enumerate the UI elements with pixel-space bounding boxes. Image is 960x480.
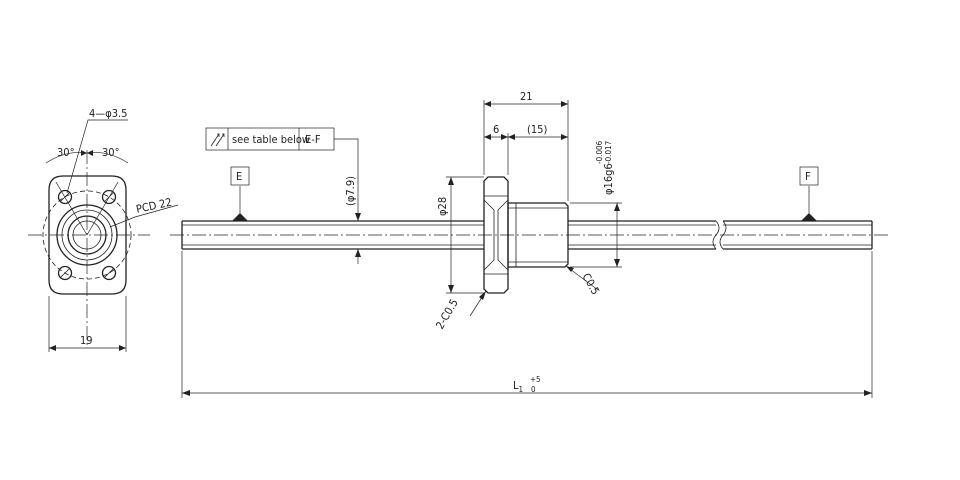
tol-upper-label: -0.006 bbox=[595, 140, 604, 164]
pcd-label: PCD 22 bbox=[135, 196, 173, 216]
total-runout-icon bbox=[210, 133, 225, 147]
flange-thickness-label: 6 bbox=[493, 123, 499, 136]
angle-right-label: 30° bbox=[102, 146, 120, 159]
length-base: L bbox=[513, 379, 519, 392]
nut-body bbox=[507, 202, 569, 268]
length-sub: 1 bbox=[519, 385, 524, 394]
length-label: L1 bbox=[513, 379, 523, 394]
flange-outline bbox=[48, 175, 127, 295]
flange-width-label: 19 bbox=[80, 334, 93, 347]
datum-e-triangle bbox=[232, 213, 248, 221]
datum-ref-label: E-F bbox=[305, 133, 321, 146]
body-dia-label: φ16g6 bbox=[602, 163, 615, 195]
datum-e-label: E bbox=[236, 170, 242, 183]
nut-length-label: 21 bbox=[520, 90, 533, 103]
runout-frame: see table below E-F bbox=[205, 127, 361, 221]
datum-f-box bbox=[799, 166, 819, 186]
chamfer-body-label: C0.5 bbox=[579, 271, 602, 297]
datum-f-triangle bbox=[801, 213, 817, 221]
datum-f-label: F bbox=[805, 170, 811, 183]
runout-table-label: see table below bbox=[232, 133, 310, 146]
datum-e-box bbox=[230, 166, 250, 186]
nut-flange bbox=[483, 176, 509, 294]
flange-dia-label: φ28 bbox=[436, 197, 449, 216]
flange-bore bbox=[56, 204, 118, 266]
body-length-label: (15) bbox=[527, 123, 547, 136]
holes-label: 4—φ3.5 bbox=[89, 107, 127, 120]
side-view: E F see table below E-F (φ7.9) bbox=[170, 90, 890, 398]
pcd-circle bbox=[42, 190, 132, 280]
angle-left-label: 30° bbox=[57, 146, 75, 159]
length-tol-minus: 0 bbox=[531, 385, 536, 394]
length-tol-plus: +5 bbox=[530, 375, 541, 384]
shaft-dia-label: (φ7.9) bbox=[344, 176, 357, 206]
tol-lower-label: -0.017 bbox=[604, 141, 613, 164]
screw-shaft bbox=[181, 220, 873, 250]
chamfer-flange-label: 2-C0.5 bbox=[433, 297, 461, 332]
end-view: 30° 30° 4—φ3.5 PCD 22 19 bbox=[28, 107, 179, 352]
